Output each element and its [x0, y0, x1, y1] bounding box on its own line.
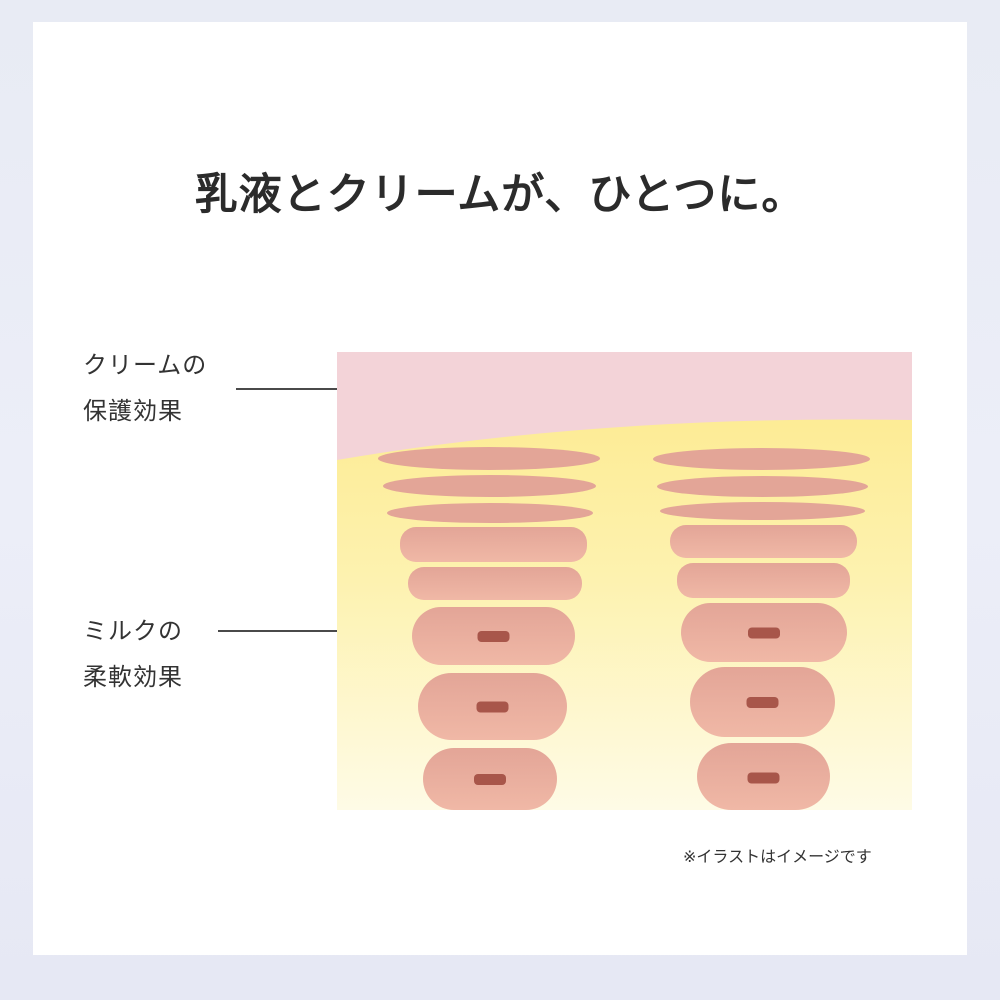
skin-cell	[408, 567, 582, 600]
cream-layer	[337, 352, 912, 460]
cell-nucleus	[747, 772, 780, 784]
skin-cell	[383, 475, 596, 497]
skin-cell	[387, 503, 593, 523]
cream-label-line2: 保護効果	[83, 397, 183, 425]
cell-nucleus	[746, 697, 779, 708]
milk-label: ミルクの 柔軟効果	[83, 608, 183, 700]
skin-cell	[660, 502, 865, 520]
cream-pointer-line	[236, 388, 364, 390]
cream-label: クリームの 保護効果	[83, 342, 207, 434]
skin-cell	[657, 476, 868, 497]
milk-label-line1: ミルクの	[83, 617, 183, 645]
milk-pointer-line	[218, 630, 364, 632]
cell-nucleus	[476, 701, 509, 713]
skin-cell	[670, 525, 857, 558]
cell-nucleus	[748, 627, 780, 639]
skin-cell	[378, 447, 600, 470]
skin-cell	[653, 448, 870, 470]
skin-cell	[400, 527, 587, 562]
skin-cell	[677, 563, 850, 598]
page-title: 乳液とクリームが、ひとつに。	[194, 170, 806, 220]
cell-nucleus	[474, 774, 506, 785]
illustration-note: ※イラストはイメージです	[683, 847, 872, 866]
cream-label-line1: クリームの	[83, 351, 208, 379]
milk-label-line2: 柔軟効果	[83, 663, 183, 691]
cell-nucleus	[477, 631, 510, 642]
